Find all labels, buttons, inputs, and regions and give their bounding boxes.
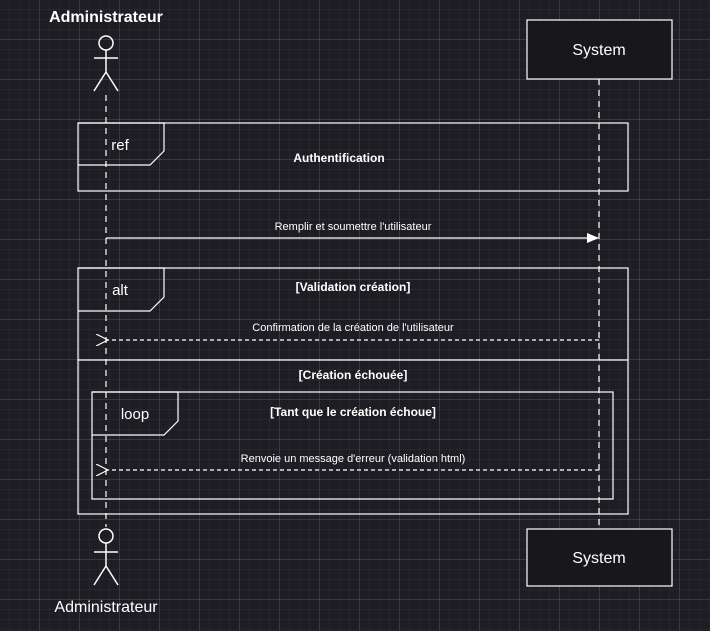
- loop-guard: [Tant que le création échoue]: [270, 405, 436, 419]
- actor-top-stick-figure[interactable]: [93, 35, 119, 92]
- alt-guard-failure: [Création échouée]: [299, 368, 408, 382]
- actor-top-label: Administrateur: [49, 9, 163, 26]
- alt-fragment-tag: alt: [112, 282, 129, 299]
- message-error-label: Renvoie un message d'erreur (validation …: [241, 453, 466, 465]
- message-confirm-label: Confirmation de la création de l'utilisa…: [252, 322, 454, 334]
- ref-fragment-title: Authentification: [293, 151, 384, 165]
- message-submit-label: Remplir et soumettre l'utilisateur: [275, 221, 432, 233]
- system-top-label: System: [572, 42, 625, 59]
- system-bottom-label: System: [572, 550, 625, 567]
- system-top-box[interactable]: System: [526, 19, 673, 80]
- ref-fragment[interactable]: ref Authentification: [77, 122, 629, 192]
- ref-fragment-tag: ref: [111, 137, 129, 154]
- loop-fragment-tag: loop: [121, 406, 149, 423]
- loop-fragment[interactable]: loop [Tant que le création échoue]: [91, 391, 614, 500]
- alt-guard-success: [Validation création]: [296, 280, 411, 294]
- actor-bottom-label: Administrateur: [54, 599, 158, 616]
- system-bottom-box[interactable]: System: [526, 528, 673, 587]
- actor-bottom-stick-figure[interactable]: [93, 528, 119, 586]
- alt-fragment[interactable]: alt [Validation création] [Création écho…: [77, 267, 629, 515]
